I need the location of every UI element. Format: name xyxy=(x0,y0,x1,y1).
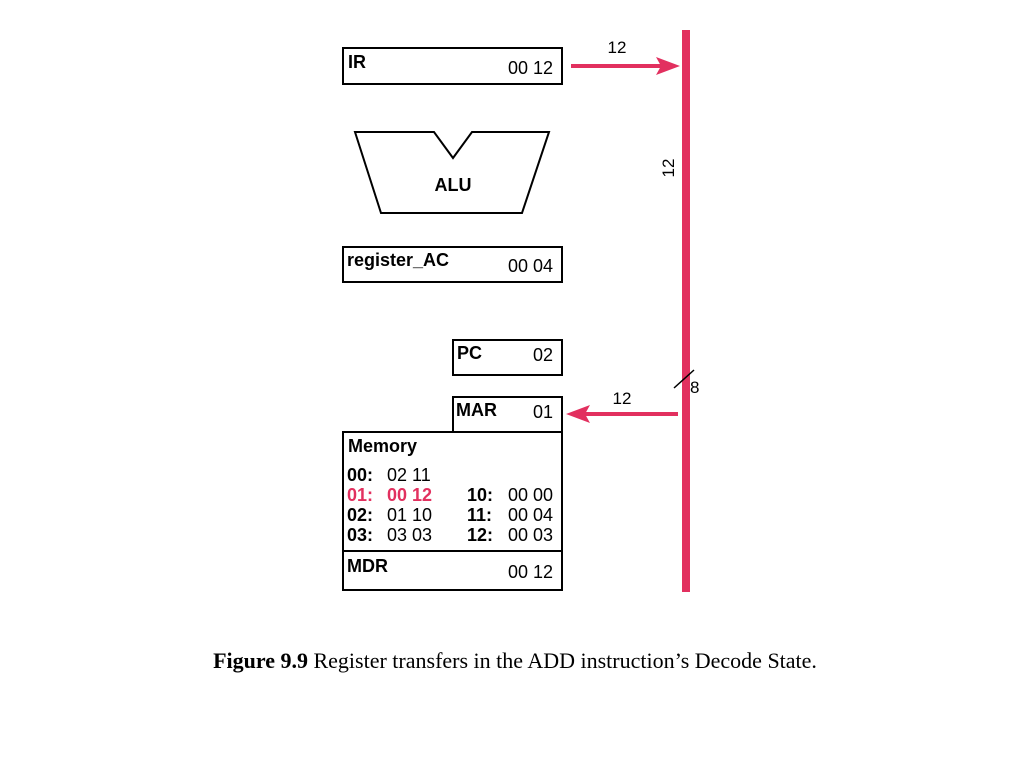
system-bus: 12 8 xyxy=(659,30,699,592)
figure-caption: Figure 9.9 Register transfers in the ADD… xyxy=(0,648,1024,674)
arrow-head-icon xyxy=(566,405,590,423)
bus-to-mar-arrow: 12 xyxy=(566,389,678,423)
mdr-register: MDR 00 12 xyxy=(342,550,563,591)
figure-number: Figure 9.9 xyxy=(213,648,308,673)
bus-tap-slash xyxy=(673,369,695,389)
mdr-box xyxy=(342,550,563,591)
mar-box xyxy=(452,396,563,433)
bus-width-label: 12 xyxy=(659,159,678,178)
memory-title: Memory xyxy=(348,436,417,456)
bus-mar-width-label: 12 xyxy=(613,389,632,408)
memory-address: 10: xyxy=(467,485,493,505)
arrow-head-icon xyxy=(656,57,680,75)
mar-value: 01 xyxy=(533,402,553,422)
memory-value: 03 03 xyxy=(387,525,432,545)
memory-row: 02: 01 10 xyxy=(347,505,432,525)
alu: ALU xyxy=(353,131,551,214)
figure-caption-text: Register transfers in the ADD instructio… xyxy=(307,648,817,673)
ac-value: 00 04 xyxy=(508,256,553,276)
ir-value: 00 12 xyxy=(508,58,553,78)
alu-shape xyxy=(353,131,551,214)
memory-address: 12: xyxy=(467,525,493,545)
ir-bus-width-label: 12 xyxy=(608,38,627,57)
ac-register: register_AC 00 04 xyxy=(342,246,563,283)
ac-box xyxy=(342,246,563,283)
pc-value: 02 xyxy=(533,345,553,365)
ir-register: IR 00 12 xyxy=(342,47,563,85)
ir-box xyxy=(342,47,563,85)
memory: Memory 00: 02 11 01: 00 12 02: 01 10 03: 03 … xyxy=(342,431,563,552)
memory-value: 00 00 xyxy=(508,485,553,505)
memory-value: 00 04 xyxy=(508,505,553,525)
mdr-label: MDR xyxy=(347,556,388,576)
pc-label: PC xyxy=(457,343,482,363)
ac-label: register_AC xyxy=(347,250,449,270)
bus-tap-width-label: 8 xyxy=(690,378,699,397)
pc-register: PC 02 xyxy=(452,339,563,376)
mar-label: MAR xyxy=(456,400,497,420)
pc-box xyxy=(452,339,563,376)
memory-row: 12: 00 03 xyxy=(467,525,553,545)
memory-row: 00: 02 11 xyxy=(347,465,431,485)
memory-value: 01 10 xyxy=(387,505,432,525)
bus-line xyxy=(682,30,690,592)
memory-address: 02: xyxy=(347,505,373,525)
memory-value: 02 11 xyxy=(387,465,431,485)
memory-value: 00 03 xyxy=(508,525,553,545)
memory-address: 11: xyxy=(467,505,492,525)
memory-row: 03: 03 03 xyxy=(347,525,432,545)
memory-address: 00: xyxy=(347,465,373,485)
ir-to-bus-arrow: 12 xyxy=(571,38,680,75)
memory-row: 11: 00 04 xyxy=(467,505,553,525)
memory-address: 01: xyxy=(347,485,373,505)
memory-row: 10: 00 00 xyxy=(467,485,553,505)
alu-label: ALU xyxy=(435,175,472,195)
ir-label: IR xyxy=(348,52,366,72)
memory-box xyxy=(342,431,563,552)
mar-register: MAR 01 xyxy=(452,396,563,433)
mdr-value: 00 12 xyxy=(508,562,553,582)
memory-address: 03: xyxy=(347,525,373,545)
memory-row-highlighted: 01: 00 12 xyxy=(347,485,432,505)
memory-right-column: 10: 00 00 11: 00 04 12: 00 03 xyxy=(467,485,553,545)
memory-left-column: 00: 02 11 01: 00 12 02: 01 10 03: 03 03 xyxy=(347,465,432,545)
memory-value: 00 12 xyxy=(387,485,432,505)
